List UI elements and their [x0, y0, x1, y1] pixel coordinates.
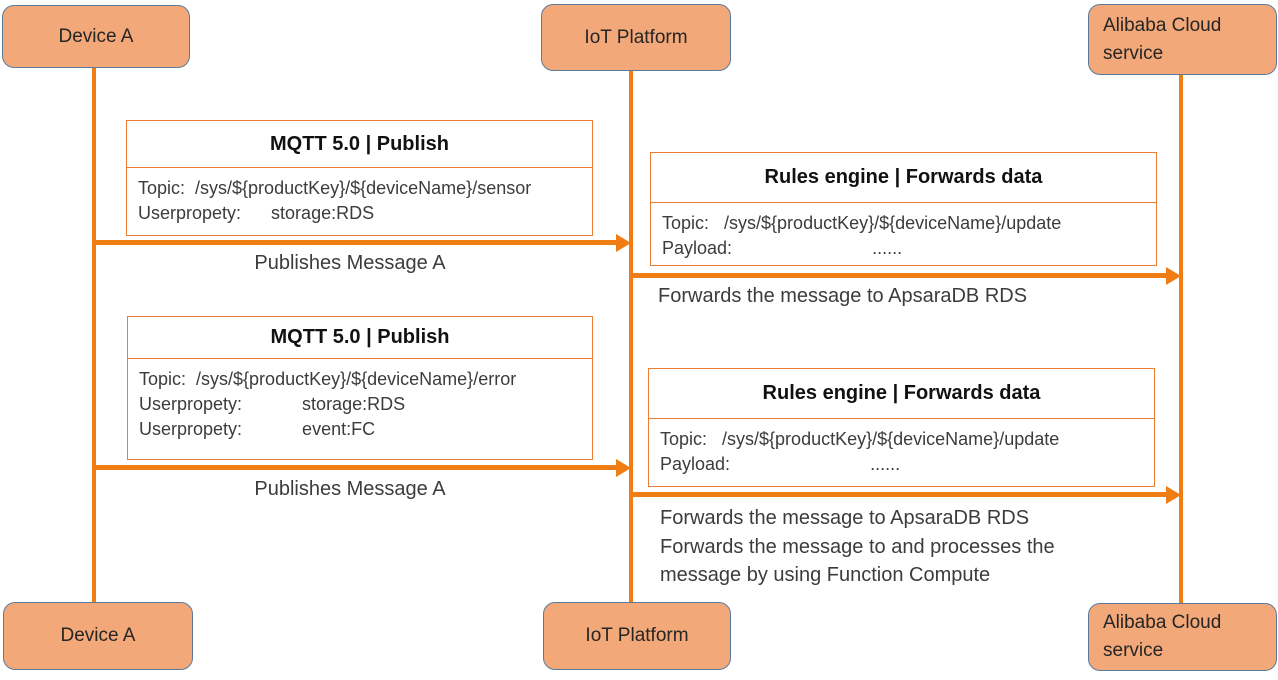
topic-row: Topic: /sys/${productKey}/${deviceName}/…: [660, 429, 1060, 449]
actor-alibaba-cloud-bottom: Alibaba Cloud service: [1088, 603, 1277, 671]
rules-engine-box-2-title: Rules engine | Forwards data: [649, 369, 1154, 419]
actor-iot-platform-top: IoT Platform: [541, 4, 731, 71]
mqtt-publish-box-1-body: Topic: /sys/${productKey}/${deviceName}/…: [127, 168, 592, 234]
forward-message-label-1: Forwards the message to ApsaraDB RDS: [658, 285, 1028, 307]
forward-label-line: Forwards the message to ApsaraDB RDS: [660, 507, 1030, 529]
forward-label-line: message by using Function Compute: [660, 564, 991, 586]
payload-row: Payload: ......: [662, 238, 903, 258]
mqtt-publish-box-2-body: Topic: /sys/${productKey}/${deviceName}/…: [128, 359, 592, 450]
lifeline-alibaba-cloud: [1179, 75, 1183, 603]
actor-label: IoT Platform: [584, 26, 688, 48]
publish-message-label-2: Publishes Message A: [254, 478, 446, 500]
arrow-publish-message-1: [94, 233, 631, 252]
rules-engine-box-1-title: Rules engine | Forwards data: [651, 153, 1156, 203]
arrow-forward-message-2: [631, 485, 1181, 504]
actor-label: Alibaba Cloud service: [1103, 612, 1222, 661]
actor-device-a-top: Device A: [2, 5, 190, 68]
arrow-forward-message-1: [631, 266, 1181, 285]
publish-message-label-1: Publishes Message A: [254, 252, 446, 274]
actor-label: Device A: [58, 25, 134, 47]
userproperty-row: Userpropety: storage:RDS: [138, 203, 375, 223]
rules-engine-box-1-body: Topic: /sys/${productKey}/${deviceName}/…: [651, 203, 1156, 269]
rules-engine-box-1: Rules engine | Forwards data Topic: /sys…: [650, 152, 1157, 266]
forward-label-line: Forwards the message to and processes th…: [660, 535, 1055, 558]
actor-alibaba-cloud-top: Alibaba Cloud service: [1088, 4, 1277, 75]
mqtt-publish-box-2: MQTT 5.0 | Publish Topic: /sys/${product…: [127, 316, 593, 460]
forward-message-label-2: Forwards the message to ApsaraDB RDS For…: [660, 504, 1055, 590]
mqtt-publish-box-2-title: MQTT 5.0 | Publish: [128, 317, 592, 359]
payload-row: Payload: ......: [660, 454, 901, 474]
mqtt-publish-box-1-title: MQTT 5.0 | Publish: [127, 121, 592, 168]
topic-row: Topic: /sys/${productKey}/${deviceName}/…: [138, 178, 532, 198]
userproperty-row: Userpropety: event:FC: [139, 419, 376, 439]
rules-engine-box-2-body: Topic: /sys/${productKey}/${deviceName}/…: [649, 419, 1154, 485]
actor-device-a-bottom: Device A: [3, 602, 193, 670]
topic-row: Topic: /sys/${productKey}/${deviceName}/…: [662, 213, 1062, 233]
lifeline-device-a: [92, 68, 96, 602]
actor-label: Device A: [60, 625, 136, 646]
userproperty-row: Userpropety: storage:RDS: [139, 394, 406, 414]
topic-row: Topic: /sys/${productKey}/${deviceName}/…: [139, 369, 517, 389]
actor-label: Alibaba Cloud service: [1103, 14, 1222, 64]
lifeline-iot-platform: [629, 71, 633, 602]
mqtt-publish-box-1: MQTT 5.0 | Publish Topic: /sys/${product…: [126, 120, 593, 236]
actor-iot-platform-bottom: IoT Platform: [543, 602, 731, 670]
rules-engine-box-2: Rules engine | Forwards data Topic: /sys…: [648, 368, 1155, 487]
arrow-publish-message-2: [94, 458, 631, 477]
actor-label: IoT Platform: [585, 625, 689, 646]
